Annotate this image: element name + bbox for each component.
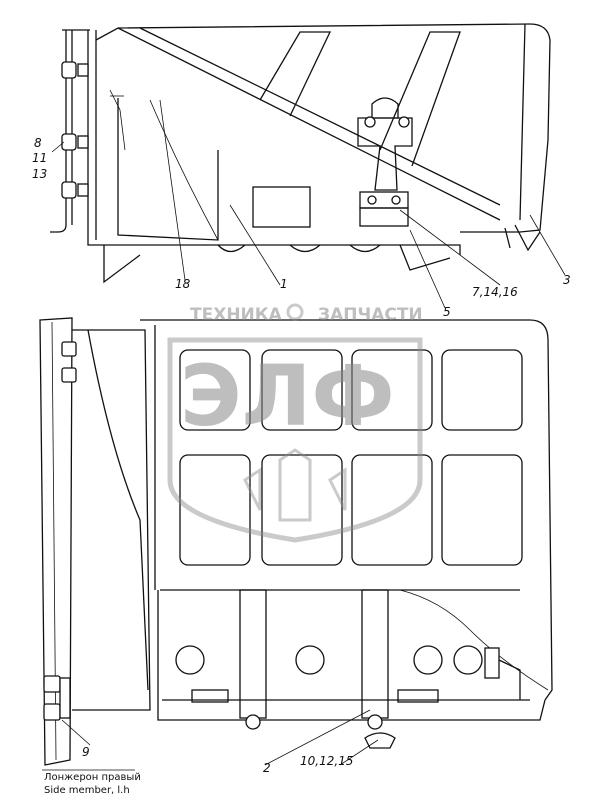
rail-bolts <box>43 341 77 721</box>
callout-11: 11 <box>32 151 47 165</box>
watermark-top-right: ЗАПЧАСТИ <box>318 305 423 325</box>
compartments <box>179 349 523 566</box>
watermark-emblem <box>243 448 347 522</box>
leader-lines <box>42 99 566 771</box>
side-view <box>50 23 551 284</box>
watermark-shield <box>167 337 423 543</box>
bracket-outline <box>87 30 461 255</box>
name-plate <box>252 186 311 228</box>
hold-down-straps <box>239 589 396 749</box>
callout-7-14-16: 7,14,16 <box>472 285 518 299</box>
watermark-gear-icon <box>286 303 304 321</box>
housing-outline <box>95 23 551 233</box>
callout-9: 9 <box>82 745 90 759</box>
plan-housing-outline <box>140 319 553 701</box>
callout-2: 2 <box>263 761 271 775</box>
mount-bolts <box>61 61 89 199</box>
retainer-hook <box>514 224 541 252</box>
latch-assembly <box>357 97 413 227</box>
callout-8: 8 <box>34 136 42 150</box>
side-member-label-ru: Лонжерон правый <box>44 772 141 783</box>
watermark: ТЕХНИКА ЗАПЧАСТИ ЭЛФ <box>167 303 423 543</box>
callout-5: 5 <box>443 305 451 319</box>
callout-3: 3 <box>563 273 571 287</box>
callouts: 8 11 13 18 1 5 7,14,16 3 9 2 10,12,15 <box>32 136 571 775</box>
callout-10-12-15: 10,12,15 <box>300 754 353 768</box>
watermark-main: ЭЛФ <box>180 347 395 445</box>
callout-1: 1 <box>280 277 288 291</box>
side-member-rail <box>39 317 73 766</box>
right-clamp <box>484 647 500 679</box>
drain-holes <box>175 645 483 675</box>
watermark-top-left: ТЕХНИКА <box>190 305 283 325</box>
callout-18: 18 <box>175 277 191 291</box>
mount-plate-edge <box>50 30 67 233</box>
plan-view <box>39 317 553 766</box>
side-member-label-en: Side member, l.h <box>44 785 130 796</box>
callout-13: 13 <box>32 167 47 181</box>
